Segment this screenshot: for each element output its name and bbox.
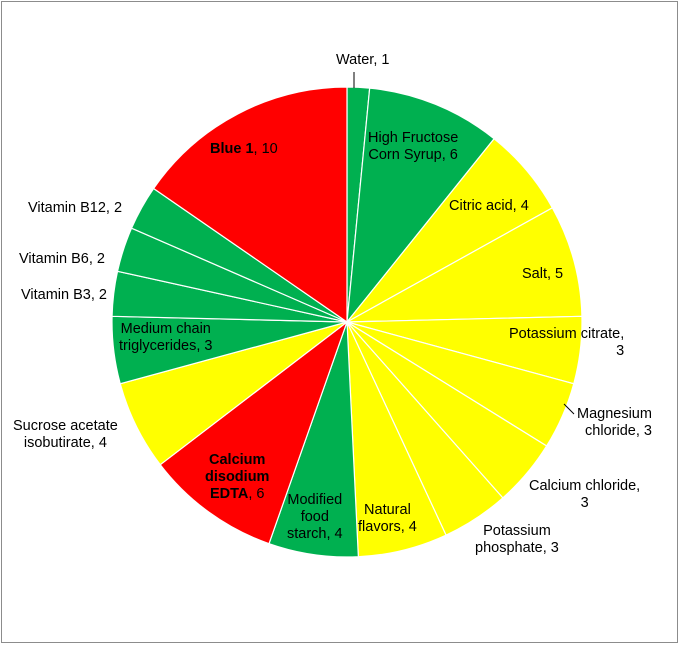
- label-natural-flavors: Natural flavors, 4: [358, 502, 417, 535]
- label-blue-1-value: , 10: [253, 141, 278, 157]
- slice-salt: [346, 206, 583, 323]
- label-calcium-disodium-edta-name: Calcium disodium EDTA: [205, 452, 270, 502]
- label-vitamin-b6: Vitamin B6, 2: [19, 251, 105, 267]
- label-vitamin-b12: Vitamin B12, 2: [28, 200, 123, 216]
- label-water: Water, 1: [336, 52, 390, 68]
- label-sucrose-acetate-isobutirate: Sucrose acetate isobutirate, 4: [13, 418, 118, 451]
- label-potassium-phosphate: Potassium phosphate, 3: [475, 523, 559, 556]
- chart-area: Water, 1 High Fructose Corn Syrup, 6 Cit…: [1, 1, 678, 643]
- label-modified-food-starch: Modified food starch, 4: [287, 492, 343, 542]
- label-vitamin-b3: Vitamin B3, 2: [21, 287, 107, 303]
- label-magnesium-chloride: Magnesium chloride, 3: [577, 406, 652, 439]
- leader-line-2: [563, 403, 575, 415]
- label-calcium-disodium-edta-value: , 6: [248, 486, 265, 502]
- label-citric-acid: Citric acid, 4: [449, 198, 529, 214]
- label-salt: Salt, 5: [522, 266, 564, 282]
- label-medium-chain-triglycerides: Medium chain triglycerides, 3: [119, 321, 213, 354]
- slice-blue-1: [152, 86, 348, 324]
- slice-high-fructose-corn-syrup: [346, 87, 495, 324]
- label-blue-1: Blue 1, 10: [210, 141, 278, 158]
- label-calcium-disodium-edta: Calcium disodium EDTA, 6: [205, 452, 269, 503]
- label-potassium-citrate: Potassium citrate, 3: [509, 326, 625, 359]
- label-blue-1-name: Blue 1: [210, 141, 254, 157]
- pie-chart: [111, 72, 583, 558]
- label-calcium-chloride: Calcium chloride, 3: [529, 478, 641, 511]
- label-high-fructose-corn-syrup: High Fructose Corn Syrup, 6: [368, 130, 459, 163]
- pie-slices: [111, 86, 583, 558]
- slice-calcium-disodium-edta: [159, 320, 349, 545]
- leader-lines: [353, 72, 575, 415]
